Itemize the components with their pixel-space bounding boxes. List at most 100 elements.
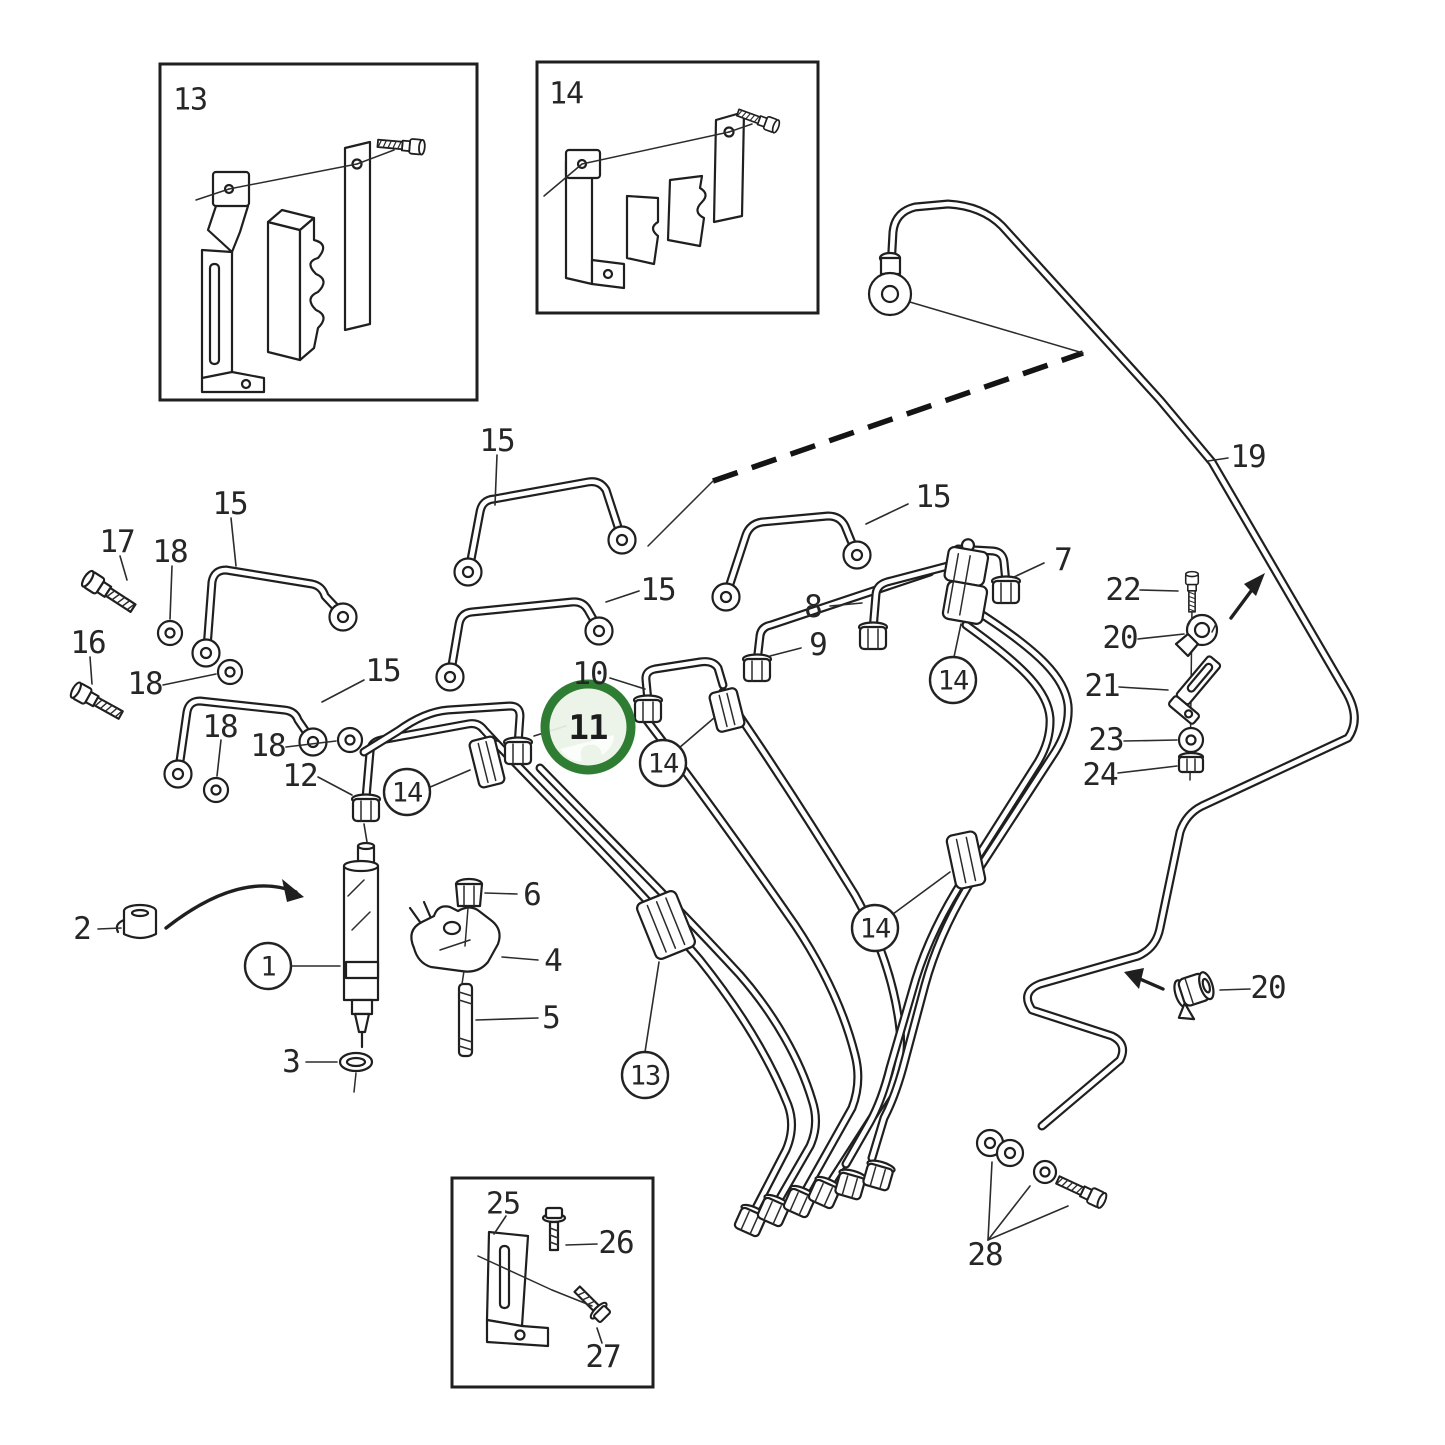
seal-2-drawing xyxy=(115,903,158,940)
inset-number-14: 14 xyxy=(549,77,583,112)
part-label-27[interactable]: 27 xyxy=(585,1339,621,1375)
part-label-15[interactable]: 15 xyxy=(479,423,515,459)
pipe-15-drawing xyxy=(711,511,872,612)
union-nut-11 xyxy=(502,736,534,766)
part-label-28[interactable]: 28 xyxy=(967,1237,1003,1273)
clamp-yoke-4-drawing xyxy=(408,900,501,973)
ribbed-block-drawing xyxy=(266,208,325,362)
part-label-15[interactable]: 15 xyxy=(212,486,248,522)
circled-part-label-14[interactable]: 14 xyxy=(638,738,688,788)
part-label-18[interactable]: 18 xyxy=(127,666,163,702)
pipe-clamp-14 xyxy=(468,735,506,789)
part-label-7[interactable]: 7 xyxy=(1054,542,1073,578)
injection-pipes-15 xyxy=(163,477,872,789)
clamp-strap-drawing xyxy=(343,140,372,332)
circled-part-label-14[interactable]: 14 xyxy=(382,767,432,817)
banjo-28-drawing xyxy=(975,1128,1110,1211)
union-nut-9 xyxy=(741,653,773,683)
svg-text:1: 1 xyxy=(260,952,275,983)
part-label-20[interactable]: 20 xyxy=(1102,620,1138,656)
part-label-2[interactable]: 2 xyxy=(73,911,92,947)
l-bracket-drawing xyxy=(485,1230,550,1348)
washer-18-drawing xyxy=(216,658,244,686)
pipe-15-drawing xyxy=(435,597,614,692)
pipe-15-drawing xyxy=(191,565,358,668)
hardware-bottom-right xyxy=(975,971,1215,1241)
pipe-clamp-14 xyxy=(708,687,746,733)
part-label-15[interactable]: 15 xyxy=(640,572,676,608)
inset-box-13 xyxy=(158,62,479,402)
part-label-24[interactable]: 24 xyxy=(1082,757,1119,793)
union-nut-7 xyxy=(990,575,1022,605)
part-label-20[interactable]: 20 xyxy=(1250,970,1286,1006)
injection-pipes-lower xyxy=(350,538,1073,1239)
part-label-23[interactable]: 23 xyxy=(1088,722,1124,758)
part-label-19[interactable]: 19 xyxy=(1230,439,1266,475)
part-label-3[interactable]: 3 xyxy=(282,1044,301,1080)
rubber-block-drawing xyxy=(625,194,660,266)
svg-text:13: 13 xyxy=(630,1061,661,1092)
washer-23-drawing xyxy=(1177,726,1205,754)
washer-18-drawing xyxy=(156,619,184,647)
svg-text:14: 14 xyxy=(860,914,891,945)
assembly-dashed-line xyxy=(647,299,1084,547)
o-ring-3-drawing xyxy=(338,1051,374,1093)
l-bracket-21-drawing xyxy=(1168,655,1222,725)
union-nut-10 xyxy=(632,694,664,724)
highlighted-part-11-marker[interactable]: 11 xyxy=(540,679,636,775)
p-clamp-20-drawing xyxy=(1174,613,1219,658)
rubber-block-wavy-drawing xyxy=(666,174,707,248)
pipe-clamp-14 xyxy=(941,538,990,625)
nut-6-drawing xyxy=(454,877,484,908)
part-label-26[interactable]: 26 xyxy=(598,1225,634,1261)
part-label-12[interactable]: 12 xyxy=(282,758,318,794)
part-label-22[interactable]: 22 xyxy=(1105,572,1141,608)
bracket-drawing xyxy=(564,148,626,290)
pipe-19-drawing xyxy=(867,199,1359,1131)
stud-5-drawing xyxy=(457,982,474,1058)
inset-box-14 xyxy=(535,60,820,315)
p-clamp-20-drawing xyxy=(1173,971,1215,1021)
circled-part-label-1[interactable]: 1 xyxy=(243,941,293,991)
direction-arrows xyxy=(1124,573,1265,991)
leader-lines xyxy=(89,454,1251,1344)
svg-text:14: 14 xyxy=(392,778,423,809)
circled-part-label-13[interactable]: 13 xyxy=(620,1050,670,1100)
inset-number-13: 13 xyxy=(173,83,207,118)
part-label-15[interactable]: 15 xyxy=(365,653,401,689)
part-label-18[interactable]: 18 xyxy=(202,709,238,745)
part-label-10[interactable]: 10 xyxy=(572,656,608,692)
inset-number-25: 25 xyxy=(486,1187,520,1222)
hardware-right-column xyxy=(1168,570,1222,781)
circled-part-label-14[interactable]: 14 xyxy=(850,903,900,953)
part-label-18[interactable]: 18 xyxy=(152,534,188,570)
part-label-6[interactable]: 6 xyxy=(523,877,542,913)
circled-part-label-14[interactable]: 14 xyxy=(928,655,978,705)
bracket-drawing xyxy=(200,170,266,394)
part-label-16[interactable]: 16 xyxy=(70,625,106,661)
washer-18-drawing xyxy=(336,726,364,754)
pipe-15-drawing xyxy=(453,477,637,587)
inset-box-25 xyxy=(450,1176,655,1389)
union-nut-12 xyxy=(350,793,382,823)
part-label-8[interactable]: 8 xyxy=(804,589,823,625)
clamp-strap-drawing xyxy=(712,110,746,224)
part-label-21[interactable]: 21 xyxy=(1084,668,1120,704)
pipe-clamp-13 xyxy=(636,890,696,960)
part-label-15[interactable]: 15 xyxy=(915,479,951,515)
svg-text:14: 14 xyxy=(938,666,969,697)
part-label-4[interactable]: 4 xyxy=(544,943,563,979)
svg-text:11: 11 xyxy=(569,708,608,748)
svg-text:14: 14 xyxy=(648,749,679,780)
pipe-clamp-14 xyxy=(945,830,987,890)
part-label-9[interactable]: 9 xyxy=(809,627,828,663)
washer-18-drawing xyxy=(202,776,230,804)
nut-24-drawing xyxy=(1177,751,1205,774)
part-label-17[interactable]: 17 xyxy=(99,524,135,560)
pipe-15-drawing xyxy=(163,696,328,789)
part-label-18[interactable]: 18 xyxy=(250,728,286,764)
injector-group xyxy=(115,841,501,1093)
part-label-5[interactable]: 5 xyxy=(542,1000,561,1036)
